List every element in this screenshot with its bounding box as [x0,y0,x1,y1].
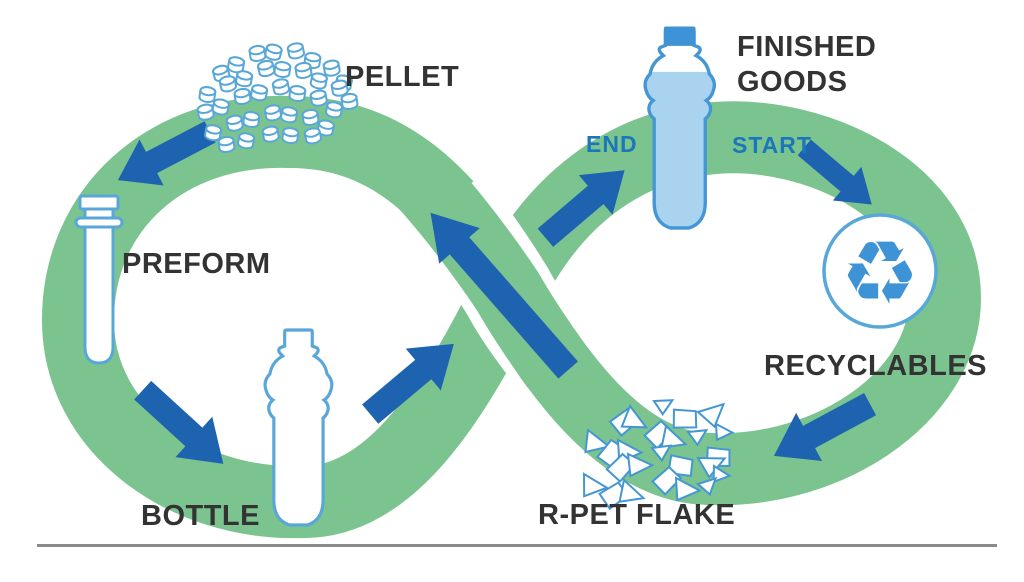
recycle-icon: ♻ [822,213,938,329]
filled-bottle-icon [643,26,716,230]
label-finished-goods-line1: FINISHED [737,31,877,63]
label-finished-goods: FINISHED GOODS [737,30,876,100]
recycle-glyph: ♻ [841,222,920,325]
label-preform: PREFORM [122,248,271,280]
preform-icon [74,194,124,365]
label-end-marker: END [586,131,638,157]
label-bottle: BOTTLE [141,500,260,532]
bottle-icon [263,328,334,527]
label-finished-goods-line2: GOODS [737,65,848,98]
label-rpet-flake: R-PET FLAKE [538,499,736,531]
label-pellet: PELLET [345,61,460,93]
label-start-marker: START [732,132,812,158]
bottom-divider-line [37,544,997,547]
label-recyclables: RECYCLABLES [764,350,988,382]
